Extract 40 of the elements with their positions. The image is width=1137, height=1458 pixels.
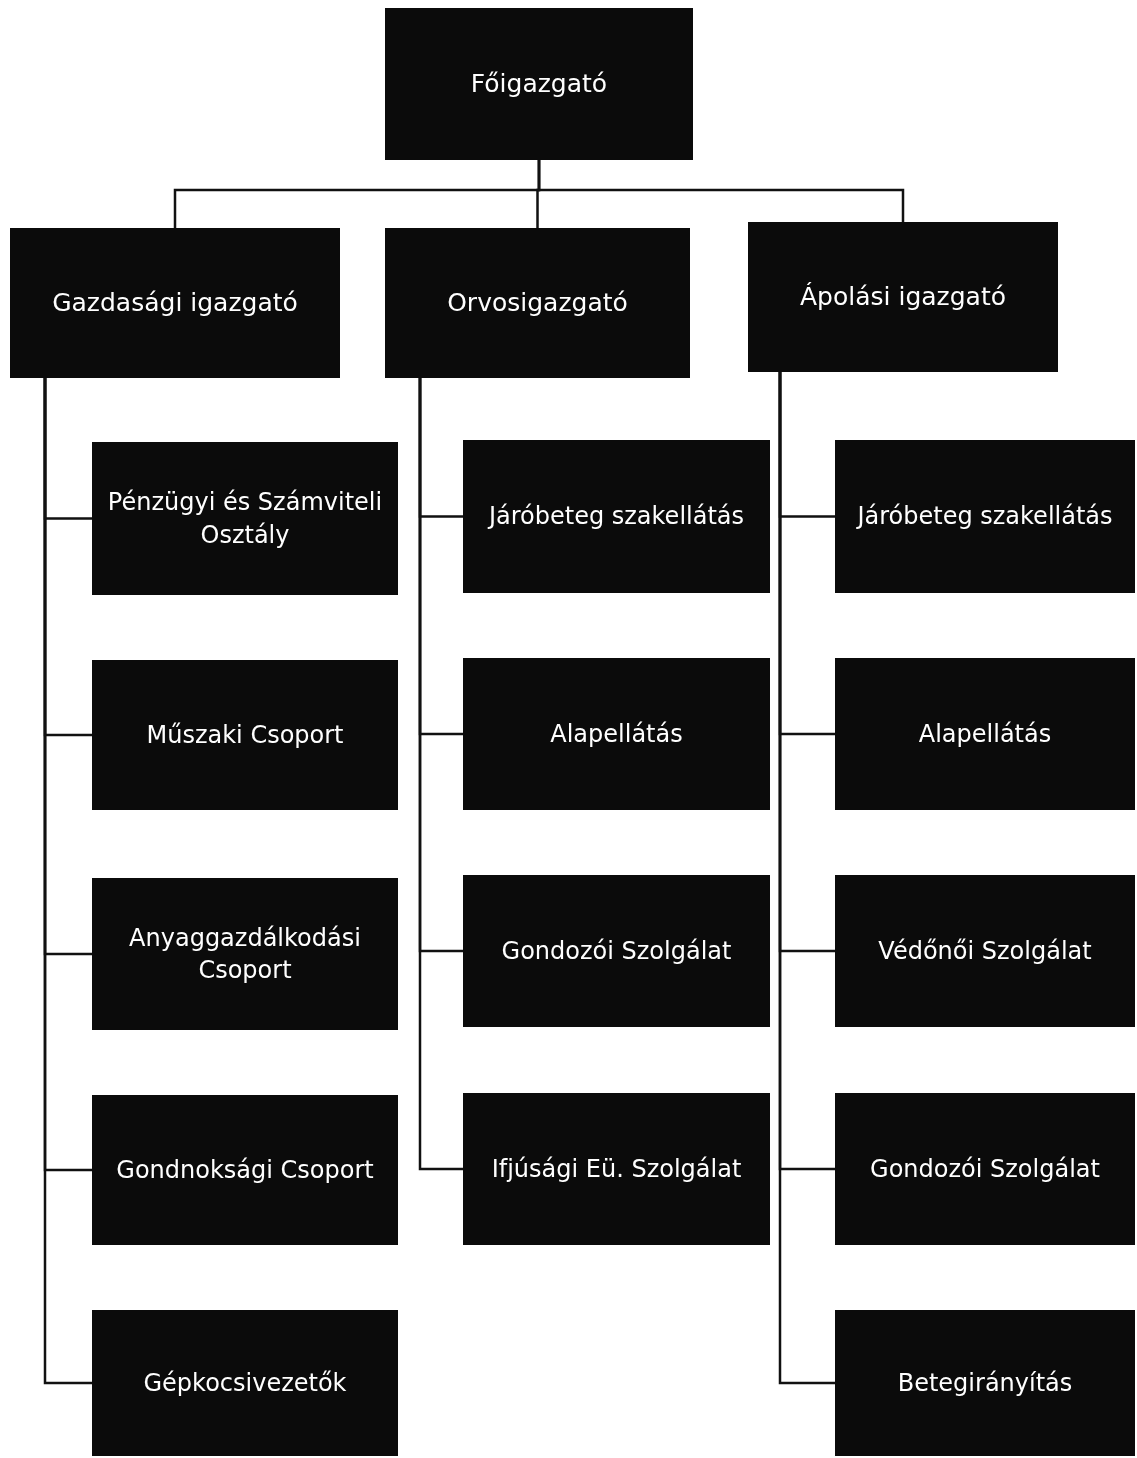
- org-box: [92, 1095, 398, 1245]
- org-box: [835, 1093, 1135, 1245]
- org-box: [92, 442, 398, 595]
- org-box: [748, 222, 1058, 372]
- box-label: Alapellátás: [550, 718, 683, 750]
- box-label: Ifjúsági Eü. Szolgálat: [491, 1153, 742, 1185]
- connector-line: [778, 372, 835, 1385]
- box-label: Betegirányítás: [897, 1367, 1073, 1399]
- box-label: Orvosigazgató: [447, 287, 628, 320]
- org-box: [835, 1310, 1135, 1456]
- box-label: Gondozói Szolgálat: [501, 935, 732, 967]
- connector-line: [537, 160, 905, 222]
- connector-line: [43, 378, 92, 1385]
- org-box: [463, 875, 770, 1027]
- org-box: [463, 440, 770, 593]
- box-label: Gondozói Szolgálat: [870, 1153, 1100, 1185]
- box-label: Műszaki Csoport: [146, 719, 344, 751]
- org-box: [385, 8, 693, 160]
- org-box: [385, 228, 690, 378]
- box-label: Pénzügyi és Számviteli Osztály: [106, 487, 384, 551]
- box-label: Főigazgató: [470, 68, 608, 101]
- box-label: Gondnoksági Csoport: [116, 1154, 374, 1186]
- box-label: Anyaggazdálkodási Csoport: [128, 922, 362, 986]
- box-label: Alapellátás: [918, 718, 1052, 750]
- org-box: [835, 658, 1135, 810]
- org-box: [10, 228, 340, 378]
- box-label: Ápolási igazgató: [800, 281, 1006, 314]
- org-box: [92, 660, 398, 810]
- connector-line: [418, 378, 463, 1171]
- org-box: [835, 440, 1135, 593]
- org-box: [463, 1093, 770, 1245]
- box-label: Járóbeteg szakellátás: [488, 501, 745, 533]
- box-label: Védőnői Szolgálat: [878, 935, 1092, 967]
- box-label: Gazdasági igazgató: [52, 287, 298, 320]
- org-box: [835, 875, 1135, 1027]
- box-label: Járóbeteg szakellátás: [857, 501, 1113, 533]
- box-label: Gépkocsivezetők: [143, 1367, 347, 1399]
- org-box: [92, 878, 398, 1030]
- org-box: [463, 658, 770, 810]
- org-box: [92, 1310, 398, 1456]
